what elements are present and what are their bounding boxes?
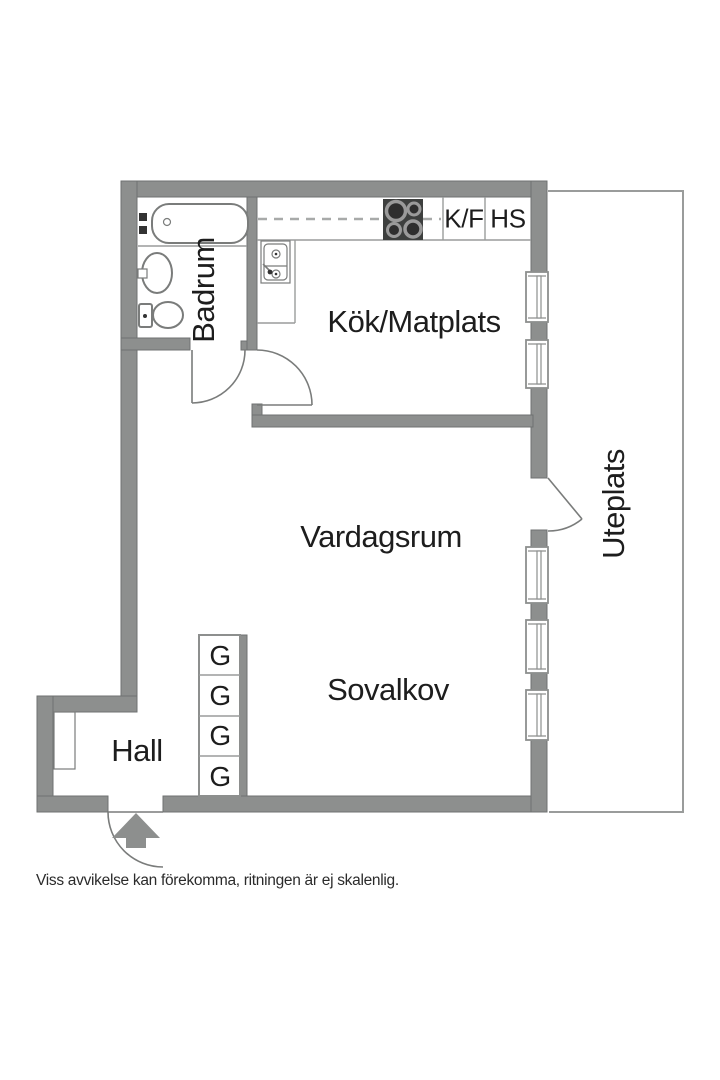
disclaimer-text: Viss avvikelse kan förekomma, ritningen … [36, 872, 399, 889]
wall-badrum-bottom [120, 337, 191, 351]
toilet-icon [138, 301, 184, 329]
wall-right-seg3 [530, 387, 548, 479]
wall-left [120, 180, 138, 713]
appliance-label-tall-cabinet: HS [490, 203, 526, 234]
wall-right-seg6 [530, 672, 548, 691]
wall-right-seg2 [530, 321, 548, 341]
wall-badrum-notch [240, 340, 248, 351]
room-label-patio: Uteplats [596, 449, 631, 559]
kitchen-door-icon [256, 349, 313, 406]
wall-kitchen-divider [251, 414, 534, 428]
closet-label: G [209, 761, 231, 792]
walls [36, 180, 548, 813]
patio-door-icon [547, 477, 583, 532]
stove-icon [383, 199, 423, 240]
bathtub-icon [138, 203, 249, 247]
window-icon [525, 689, 549, 741]
kitchen-fittings [257, 197, 531, 324]
washbasin-icon [137, 252, 173, 294]
closet-label: G [209, 720, 231, 751]
wall-right-seg1 [530, 180, 548, 273]
kitchen-sink-icon [260, 240, 291, 284]
wall-right-seg7 [530, 739, 548, 813]
entrance-arrow-icon [112, 813, 160, 848]
window-icon [525, 271, 549, 323]
bathroom-fixtures [137, 203, 249, 329]
room-label-living: Vardagsrum [300, 519, 462, 554]
wall-right-seg4 [530, 529, 548, 548]
wall-kitchen-divider-stub [251, 403, 263, 416]
window-icon [525, 339, 549, 389]
patio-outline [548, 190, 684, 813]
appliance-label-fridge-freezer: K/F [444, 203, 484, 234]
badrum-door-icon [191, 349, 246, 404]
wall-top [120, 180, 548, 198]
closet-label: G [209, 680, 231, 711]
room-label-kitchen: Kök/Matplats [327, 304, 501, 339]
wall-closet [239, 634, 248, 797]
wall-right-seg5 [530, 602, 548, 621]
window-icon [525, 619, 549, 674]
wall-bottom [162, 795, 548, 813]
window-icon [525, 546, 549, 604]
closet-cells [198, 634, 241, 797]
entrance-door-icon [107, 811, 164, 868]
room-label-badrum: Badrum [186, 237, 221, 343]
wall-hall-left [36, 695, 54, 813]
wall-badrum-right [246, 196, 258, 351]
hall-wardrobe-icon [53, 711, 76, 770]
closet-label: G [209, 640, 231, 671]
wall-hall-bottom [36, 795, 109, 813]
room-label-alcove: Sovalkov [327, 672, 449, 707]
doors [107, 349, 583, 868]
windows [525, 271, 549, 741]
room-label-hall: Hall [111, 733, 163, 768]
